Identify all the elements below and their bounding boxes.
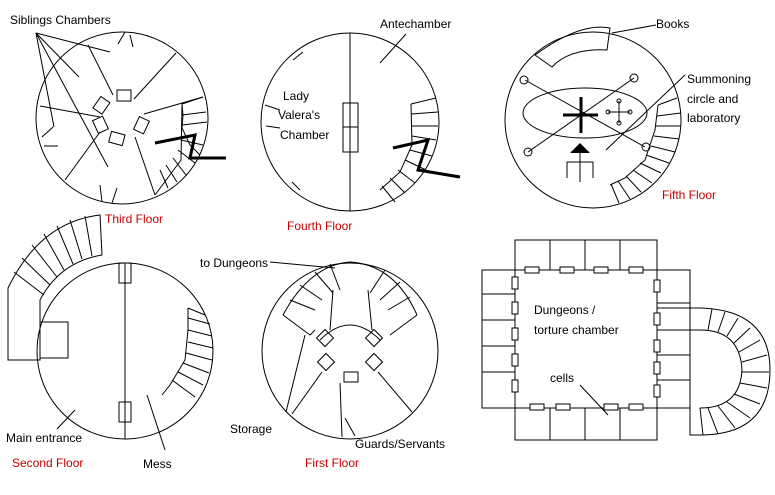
- title-fourth-floor: Fourth Floor: [287, 219, 353, 233]
- label-mess: Mess: [143, 457, 172, 471]
- fourth-floor-plan: [260, 32, 461, 212]
- label-circle-and: circle and: [687, 92, 739, 106]
- title-third-floor: Third Floor: [105, 212, 164, 226]
- label-cells: cells: [550, 371, 575, 385]
- label-dungeons: Dungeons /: [534, 303, 596, 317]
- title-fifth-floor: Fifth Floor: [662, 188, 717, 202]
- fifth-floor-plan: [504, 24, 686, 209]
- label-storage: Storage: [230, 422, 273, 436]
- label-laboratory: laboratory: [687, 111, 741, 125]
- label-antechamber: Antechamber: [380, 17, 452, 31]
- label-valeras: Valera's: [278, 108, 321, 122]
- label-lady: Lady: [283, 89, 310, 103]
- label-guards-servants: Guards/Servants: [355, 437, 446, 451]
- title-second-floor: Second Floor: [12, 456, 84, 470]
- label-books: Books: [656, 17, 690, 31]
- label-to-dungeons: to Dungeons: [200, 256, 269, 270]
- first-floor-plan: [261, 261, 439, 440]
- label-summoning: Summoning: [687, 72, 752, 86]
- second-floor-plan: [7, 214, 214, 451]
- third-floor-plan: [35, 31, 226, 205]
- label-siblings-chambers: Siblings Chambers: [10, 13, 111, 27]
- label-torture-chamber: torture chamber: [534, 323, 619, 337]
- label-main-entrance: Main entrance: [6, 431, 83, 445]
- label-chamber: Chamber: [280, 128, 330, 142]
- title-first-floor: First Floor: [305, 456, 359, 470]
